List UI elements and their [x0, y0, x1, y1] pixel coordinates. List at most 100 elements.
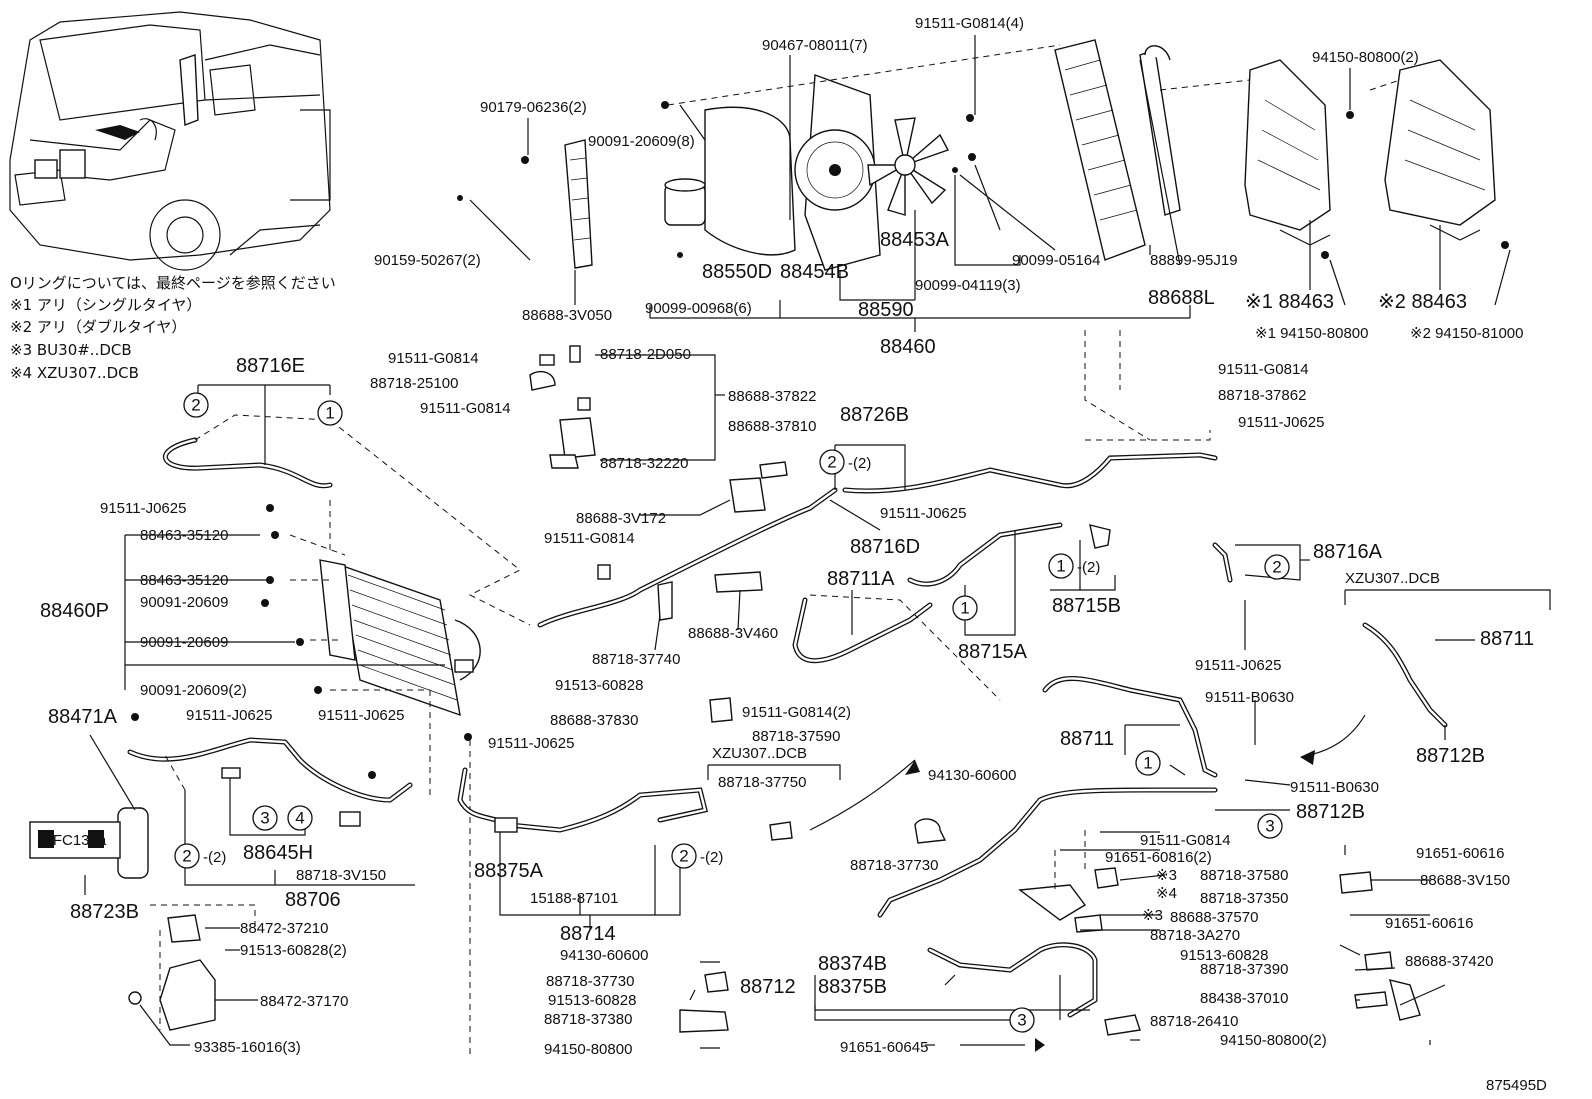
part-label: 88472-37210 [240, 920, 328, 937]
pipe-88714 [457, 767, 709, 833]
part-label: 88688L [1148, 287, 1215, 309]
part-label: ※2 88463 [1378, 291, 1467, 313]
part-label: 88460P [40, 600, 109, 622]
part-label: 88712B [1296, 801, 1365, 823]
pipe-88712b [877, 787, 1218, 918]
part-label: 90179-06236(2) [480, 99, 587, 116]
part-label: 91511-B0630 [1290, 779, 1379, 796]
part-label: 90099-00968(6) [645, 300, 752, 317]
part-label: 91511-G0814 [420, 400, 511, 417]
condenser-fan-assembly [564, 39, 1181, 271]
truck-illustration [9, 11, 331, 271]
hose-88716e [162, 437, 333, 489]
part-label: 15188-87101 [530, 890, 618, 907]
part-label: 88471A [48, 706, 118, 728]
svg-text:1: 1 [960, 599, 969, 618]
left-fasteners [131, 504, 472, 779]
part-label: 88688-37420 [1405, 953, 1493, 970]
part-label: 91511-G0814 [1218, 361, 1309, 378]
part-label: 91511-G0814(4) [915, 15, 1024, 32]
part-label: 88711 [1060, 728, 1114, 750]
part-label: 90091-20609 [140, 634, 228, 651]
part-label: 91513-60828 [555, 677, 643, 694]
part-label: 88711 [1480, 628, 1534, 650]
part-label: 88718-37390 [1200, 961, 1288, 978]
part-label: 90159-50267(2) [374, 252, 481, 269]
part-label: 91651-60816(2) [1105, 849, 1212, 866]
note-1: ※1 アリ（シングルタイヤ） [10, 296, 201, 314]
part-label: 90091-20609(8) [588, 133, 695, 150]
part-label: 91513-60828 [548, 992, 636, 1009]
pipe-88716d [537, 452, 1218, 628]
bracket-88472 [128, 914, 216, 1031]
svg-text:1: 1 [1056, 557, 1065, 576]
part-label: 90467-08011(7) [762, 37, 868, 54]
part-label: 91651-60616 [1416, 845, 1504, 862]
leader-lines-top [469, 35, 1511, 441]
part-label: 88550D [702, 261, 772, 283]
part-label: 90099-05164 [1012, 252, 1100, 269]
part-label: 88645H [243, 842, 313, 864]
part-label: ※3 [1156, 867, 1177, 884]
part-label: 88726B [840, 404, 909, 426]
hose-88711a [792, 597, 933, 664]
part-label: 88688-37810 [728, 418, 816, 435]
part-label: 91513-60828(2) [240, 942, 347, 959]
part-label: 88688-37830 [550, 712, 638, 729]
pipe-88711-mid [1042, 675, 1218, 778]
part-label: 88688-3V460 [688, 625, 778, 642]
part-label: 88463-35120 [140, 527, 228, 544]
part-label: 88718-37590 [752, 728, 840, 745]
note-oring: Oリングについては、最終ページを参照ください [10, 274, 336, 292]
part-label: 88375B [818, 976, 887, 998]
part-label: 94150-80800(2) [1312, 49, 1419, 66]
part-label: 91511-B0630 [1205, 689, 1294, 706]
part-label: 88716E [236, 355, 305, 377]
qty-marker: -(2) [203, 849, 226, 866]
part-label: 94130-60600 [928, 767, 1016, 784]
note-4: ※4 XZU307..DCB [10, 364, 139, 382]
svg-text:2: 2 [182, 847, 191, 866]
qty-marker: -(2) [1077, 559, 1100, 576]
condenser-88460p [319, 559, 481, 717]
pipe-88712-bottom [927, 942, 1098, 1018]
part-label: 88715B [1052, 595, 1121, 617]
bracket-88463-single [1244, 59, 1331, 246]
part-label: 88723B [70, 901, 139, 923]
svg-text:3: 3 [1017, 1011, 1026, 1030]
part-label: 91511-G0814 [544, 530, 635, 547]
part-label: 88706 [285, 889, 341, 911]
brackets-center [529, 345, 788, 723]
part-label: 91651-60616 [1385, 915, 1473, 932]
receiver-dryer [29, 807, 149, 879]
leader-lines-bottom [689, 830, 1446, 1049]
part-label: 88718-37580 [1200, 867, 1288, 884]
part-label: 91511-G0814 [1140, 832, 1231, 849]
part-label: 88716D [850, 536, 920, 558]
part-label: 91511-J0625 [488, 735, 574, 752]
part-label: 91511-J0625 [100, 500, 186, 517]
part-label: 88463-35120 [140, 572, 228, 589]
note-2: ※2 アリ（ダブルタイヤ） [10, 318, 186, 336]
part-label: 90091-20609 [140, 594, 228, 611]
part-labels: 90467-08011(7) 91511-G0814(4) 94150-8080… [40, 15, 1547, 1094]
part-label: 93385-16016(3) [194, 1039, 301, 1056]
part-label: 88715A [958, 641, 1028, 663]
notes-block: Oリングについては、最終ページを参照ください ※1 アリ（シングルタイヤ） ※2… [10, 274, 336, 382]
svg-text:1: 1 [325, 404, 334, 423]
part-label: ※3 [1142, 907, 1163, 924]
svg-text:1: 1 [1143, 754, 1152, 773]
qty-marker: -(2) [700, 849, 723, 866]
part-label: 91511-G0814(2) [742, 704, 851, 721]
part-label: XZU307..DCB [712, 745, 807, 762]
part-label: 88718-37350 [1200, 890, 1288, 907]
part-label: ※1 88463 [1245, 291, 1334, 313]
part-label: 88714 [560, 923, 616, 945]
part-label: XZU307..DCB [1345, 570, 1440, 587]
svg-text:3: 3 [260, 809, 269, 828]
part-label: 88718-3A270 [1150, 927, 1240, 944]
svg-text:2: 2 [191, 396, 200, 415]
svg-text:2: 2 [679, 847, 688, 866]
part-label: 88688-37822 [728, 388, 816, 405]
